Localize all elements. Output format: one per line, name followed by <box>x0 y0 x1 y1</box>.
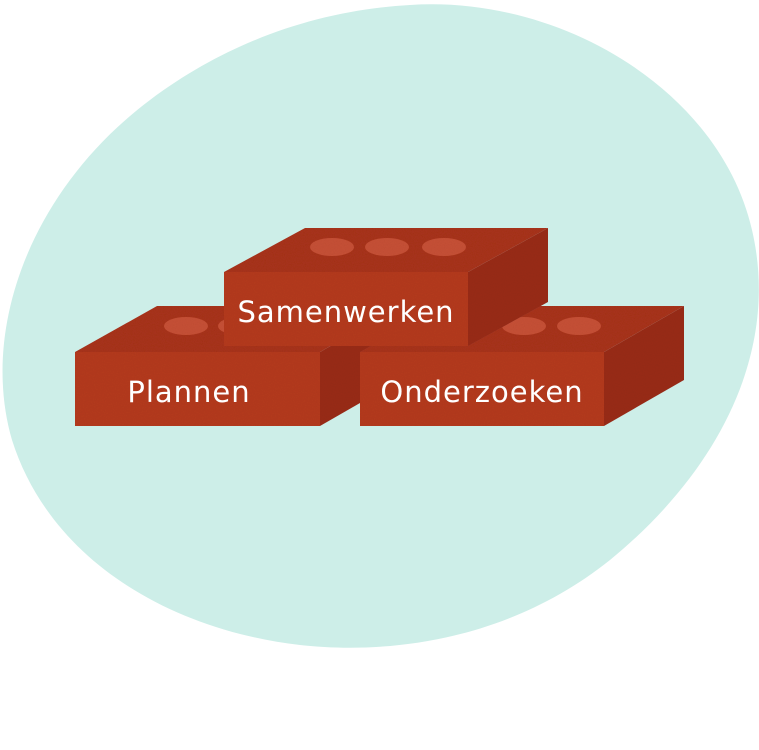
brick-hole <box>557 317 601 335</box>
brick-hole <box>365 238 409 256</box>
label-onderzoeken: Onderzoeken <box>380 375 583 409</box>
brick-hole <box>310 238 354 256</box>
brick-hole <box>422 238 466 256</box>
label-plannen: Plannen <box>127 375 250 409</box>
label-samenwerken: Samenwerken <box>237 295 454 329</box>
brick-hole <box>164 317 208 335</box>
